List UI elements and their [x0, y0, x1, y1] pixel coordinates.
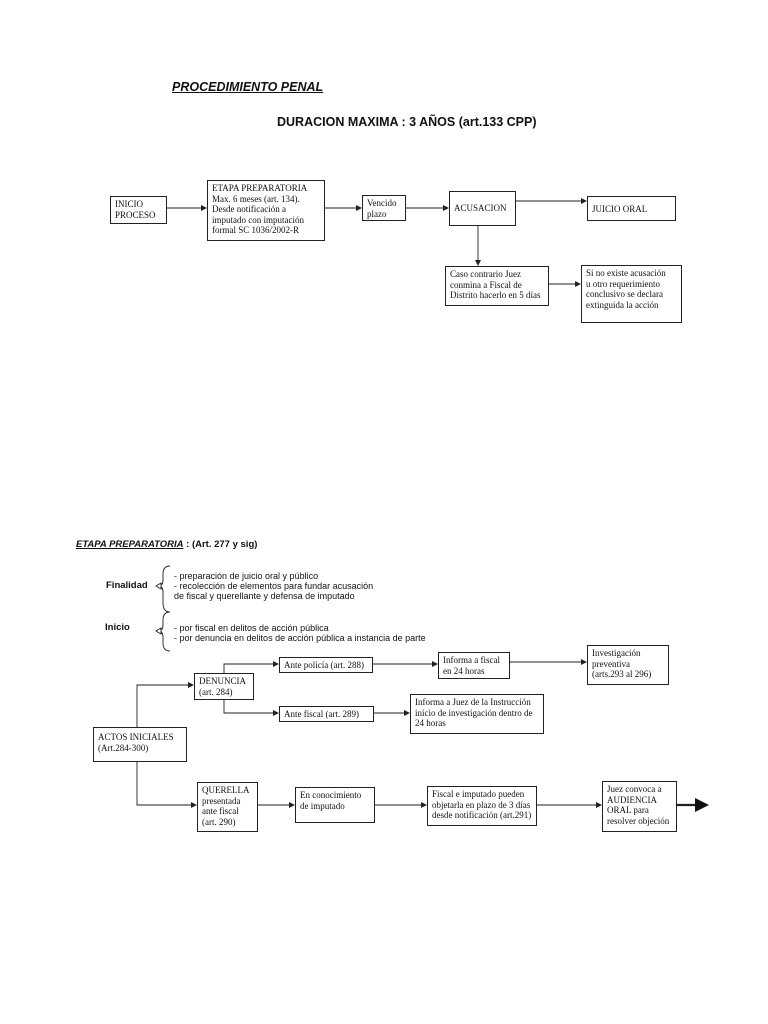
arrow-hollow-inicio — [155, 627, 162, 635]
box-etapa-preparatoria: ETAPA PREPARATORIA Max. 6 meses (art. 13… — [207, 180, 325, 241]
box-fiscal-imputado: Fiscal e imputado pueden objetarla en pl… — [427, 786, 537, 826]
connector-actos-querella — [136, 762, 197, 808]
box-informa-fiscal: Informa a fiscal en 24 horas — [438, 652, 510, 679]
finalidad-label: Finalidad — [106, 580, 148, 591]
box-caso-contrario: Caso contrario Juez conmina a Fiscal de … — [445, 266, 549, 306]
arrow-hollow-finalidad — [155, 582, 162, 590]
finalidad-list: - preparación de juicio oral y público -… — [174, 571, 374, 601]
connector-denuncia-ante-policia — [223, 661, 279, 673]
box-acusacion: ACUSACION — [449, 191, 516, 226]
connector-actos-denuncia — [136, 682, 194, 727]
inicio-label: Inicio — [105, 622, 130, 633]
section-heading: ETAPA PREPARATORIA : (Art. 277 y sig) — [76, 539, 257, 550]
connector-denuncia-ante-fiscal — [223, 700, 279, 716]
brace-finalidad — [157, 565, 171, 613]
box-en-conocimiento: En conocimiento de imputado — [295, 787, 375, 823]
box-inicio-proceso: INICIO PROCESO — [110, 196, 167, 224]
page-title: PROCEDIMIENTO PENAL — [172, 80, 324, 94]
box-juez-convoca: Juez convoca a AUDIENCIA ORAL para resol… — [602, 781, 677, 832]
page-subtitle: DURACION MAXIMA : 3 AÑOS (art.133 CPP) — [277, 115, 537, 129]
box-si-no-existe: Si no existe acusación u otro requerimie… — [581, 265, 682, 323]
box-actos-iniciales: ACTOS INICIALES (Art.284-300) — [93, 727, 187, 762]
section-suffix: : (Art. 277 y sig) — [183, 539, 258, 550]
arrow-juez-exit-head — [695, 798, 709, 812]
box-querella: QUERELLA presentada ante fiscal (art. 29… — [197, 782, 258, 832]
inicio-list: - por fiscal en delitos de acción públic… — [174, 623, 426, 643]
box-denuncia: DENUNCIA (art. 284) — [194, 673, 254, 700]
box-ante-policia: Ante policía (art. 288) — [279, 657, 373, 673]
box-investigacion-preventiva: Investigación preventiva (arts.293 al 29… — [587, 645, 669, 685]
box-juicio-oral: JUICIO ORAL — [587, 196, 676, 221]
section-label: ETAPA PREPARATORIA — [76, 539, 184, 550]
box-ante-fiscal: Ante fiscal (art. 289) — [279, 706, 374, 722]
box-vencido-plazo: Vencido plazo — [362, 195, 406, 221]
box-informa-juez: Informa a Juez de la Instrucción inicio … — [410, 694, 544, 734]
